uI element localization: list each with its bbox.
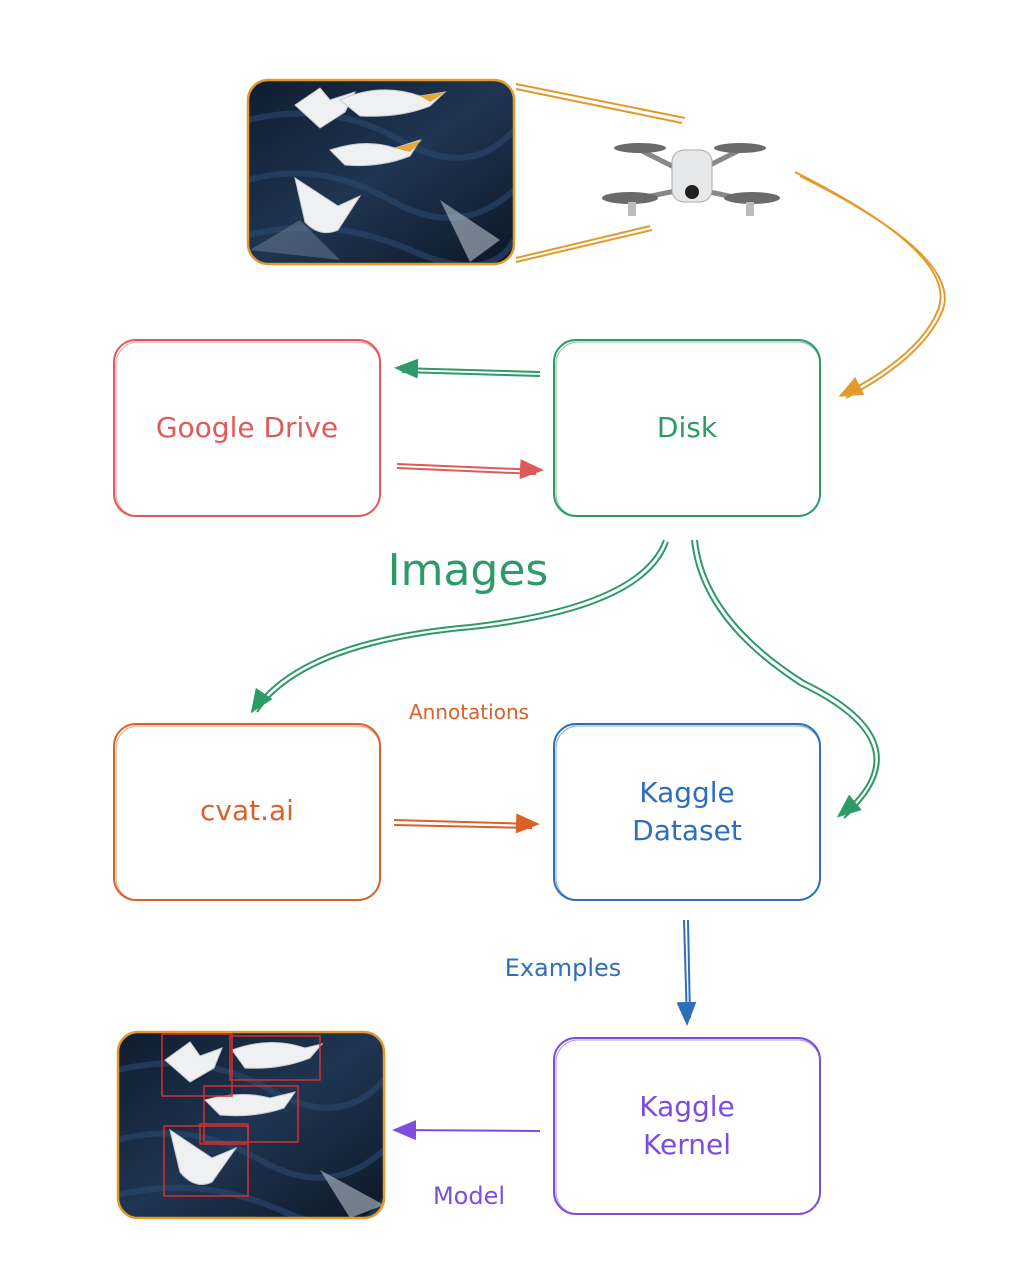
arrow-kaggle-dataset-to-kaggle-kernel <box>676 919 697 1026</box>
kaggle-dataset-node: Kaggle Dataset <box>553 723 821 901</box>
detection-box <box>163 1125 249 1197</box>
detection-box <box>229 1035 321 1081</box>
kaggle-dataset-label-line2: Dataset <box>632 814 742 847</box>
disk-node: Disk <box>553 339 821 517</box>
cvat-label: cvat.ai <box>200 794 294 827</box>
detection-box <box>199 1123 249 1145</box>
kaggle-kernel-node: Kaggle Kernel <box>553 1037 821 1215</box>
model-label: Model <box>433 1182 505 1210</box>
google-drive-label: Google Drive <box>156 411 338 444</box>
disk-label: Disk <box>657 411 718 444</box>
kaggle-kernel-label-line2: Kernel <box>643 1128 731 1161</box>
kaggle-dataset-label-line1: Kaggle <box>639 776 735 809</box>
output-photo <box>116 1030 386 1220</box>
arrow-disk-to-google-drive <box>394 358 541 379</box>
kaggle-kernel-label-line1: Kaggle <box>639 1090 735 1123</box>
detection-boxes <box>161 1033 321 1197</box>
detection-box <box>203 1085 299 1143</box>
arrow-cvat-to-kaggle-dataset <box>393 813 540 834</box>
arrow-kaggle-kernel-to-output <box>392 1120 541 1141</box>
arrow-disk-to-kaggle-dataset <box>691 539 880 819</box>
annotations-label: Annotations <box>409 700 529 724</box>
camera-view-lines <box>515 83 686 263</box>
detection-box <box>161 1033 233 1097</box>
images-label: Images <box>388 545 549 596</box>
input-photo <box>246 78 516 266</box>
drone-icon <box>602 143 780 216</box>
google-drive-node: Google Drive <box>113 339 381 517</box>
cvat-node: cvat.ai <box>113 723 381 901</box>
arrow-google-drive-to-disk <box>396 459 544 480</box>
examples-label: Examples <box>505 954 622 982</box>
arrow-drone-to-disk <box>794 171 946 399</box>
arrow-disk-to-cvat <box>250 539 669 714</box>
